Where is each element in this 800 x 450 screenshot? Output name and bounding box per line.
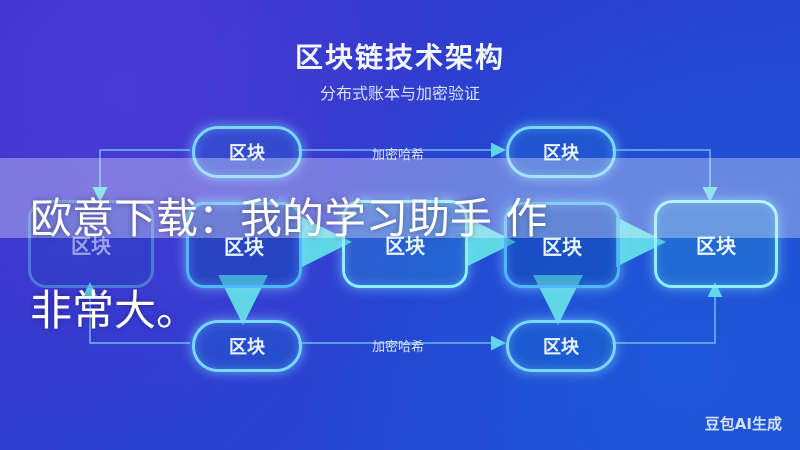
block-middle-2: 区块: [186, 202, 302, 288]
caption-overlay-text: 欧意下载：我的学习助手 作 非常大。: [30, 150, 800, 380]
block-middle-4: 区块: [504, 202, 620, 288]
arrow-top-left-loop: [92, 149, 190, 202]
arrow-top-right-loop: [612, 149, 718, 202]
caption-overlay-band: [0, 158, 800, 238]
page-subtitle: 分布式账本与加密验证: [319, 84, 480, 103]
caption-line-2: 非常大。: [30, 286, 199, 335]
block-top-right: 区块: [506, 126, 616, 178]
block-middle-3: 区块: [342, 200, 468, 288]
edge-label-bottom: 加密哈希: [372, 340, 425, 355]
edge-label-top: 加密哈希: [372, 148, 425, 163]
page-title: 区块链技术架构: [294, 41, 505, 74]
block-bottom-right: 区块: [506, 320, 616, 372]
block-top-left: 区块: [192, 126, 302, 178]
block-middle-5: 区块: [654, 200, 778, 288]
watermark-text: 豆包AI生成: [704, 415, 782, 433]
block-bottom-left: 区块: [192, 320, 302, 372]
caption-line-1: 欧意下载：我的学习助手 作: [30, 194, 548, 243]
arrow-bottom-right-loop: [612, 282, 723, 344]
block-middle-1: 区块: [28, 200, 154, 288]
arrow-bottom-left-loop: [82, 282, 190, 344]
